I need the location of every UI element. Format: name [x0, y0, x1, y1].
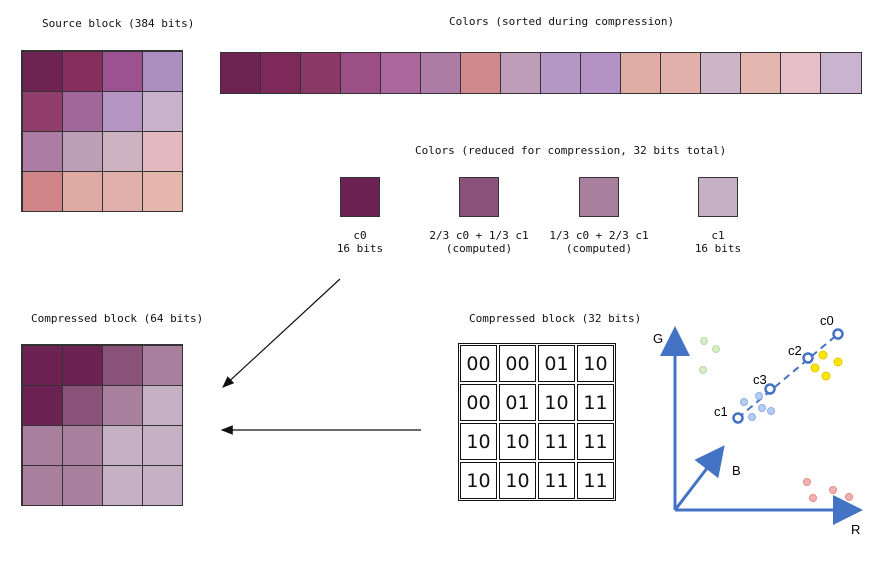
sorted-color-swatch: [501, 53, 541, 93]
index-cell: 11: [577, 384, 614, 421]
sorted-colors-title: Colors (sorted during compression): [449, 15, 675, 28]
source-block-title: Source block (384 bits): [42, 17, 195, 30]
index-cell: 10: [499, 423, 536, 460]
sorted-color-swatch: [421, 53, 461, 93]
sorted-color-swatch: [661, 53, 701, 93]
blue-point: [755, 392, 763, 400]
c0-label: c0: [820, 313, 834, 328]
sorted-color-swatch: [821, 53, 861, 93]
arrow-diagonal: [222, 278, 341, 388]
yellow-point: [833, 357, 843, 367]
red-point: [845, 493, 853, 501]
sorted-color-swatch: [341, 53, 381, 93]
reduced-color-c0: [340, 177, 380, 217]
sorted-color-swatch: [541, 53, 581, 93]
green-point: [699, 366, 707, 374]
index-cell: 00: [499, 345, 536, 382]
index-cell: 11: [577, 423, 614, 460]
index-cell: 10: [499, 462, 536, 499]
compressed-pixel: [61, 424, 103, 466]
reduced-colors-title: Colors (reduced for compression, 32 bits…: [415, 144, 727, 157]
sorted-color-swatch: [581, 53, 621, 93]
b-axis: [673, 445, 725, 511]
sorted-color-swatch: [701, 53, 741, 93]
compressed32-title: Compressed block (32 bits): [469, 312, 642, 325]
red-point: [809, 494, 817, 502]
index-cell: 01: [538, 345, 575, 382]
index-cell: 10: [577, 345, 614, 382]
yellow-point: [821, 371, 831, 381]
sorted-color-swatch: [381, 53, 421, 93]
source-pixel: [21, 170, 63, 212]
c2-label: c2: [788, 343, 802, 358]
yellow-point: [810, 363, 820, 373]
red-point: [829, 486, 837, 494]
red-point: [803, 478, 811, 486]
reduced-mix1-note: (computed): [445, 242, 513, 255]
index-cell: 01: [499, 384, 536, 421]
source-pixel: [61, 170, 103, 212]
sorted-colors-strip: [220, 52, 862, 94]
index-cell: 10: [460, 462, 497, 499]
reduced-mix2-name: 1/3 c0 + 2/3 c1: [549, 229, 649, 242]
sorted-color-swatch: [221, 53, 261, 93]
sorted-color-swatch: [301, 53, 341, 93]
reduced-c0-bits: 16 bits: [336, 242, 384, 255]
compressed64-grid: [21, 344, 183, 506]
sorted-color-swatch: [461, 53, 501, 93]
index-cell: 00: [460, 345, 497, 382]
green-point: [700, 337, 708, 345]
reduced-color-mix1: [459, 177, 499, 217]
compressed64-title: Compressed block (64 bits): [31, 312, 204, 325]
reduced-mix2-note: (computed): [565, 242, 633, 255]
c0-endpoint-marker: [832, 328, 844, 340]
sorted-color-swatch: [741, 53, 781, 93]
compressed-pixel: [141, 464, 183, 506]
blue-point: [767, 407, 775, 415]
index-cell: 10: [460, 423, 497, 460]
index-cell: 10: [538, 384, 575, 421]
green-point: [712, 345, 720, 353]
blue-point: [748, 413, 756, 421]
yellow-point: [818, 350, 828, 360]
source-pixel: [101, 90, 143, 132]
c3-marker: [764, 383, 776, 395]
reduced-color-mix2: [579, 177, 619, 217]
c1-endpoint-marker: [732, 412, 744, 424]
compressed-pixel: [21, 464, 63, 506]
c3-label: c3: [753, 372, 767, 387]
index-cell: 11: [538, 462, 575, 499]
source-block-grid: [21, 50, 183, 212]
g-axis-label: G: [653, 331, 663, 346]
b-axis-label: B: [732, 463, 741, 478]
source-pixel: [141, 170, 183, 212]
source-pixel: [141, 90, 183, 132]
reduced-c0-name: c0: [353, 229, 367, 242]
source-pixel: [141, 50, 183, 92]
c0-c1-dashed-line: [737, 333, 839, 419]
reduced-c1-bits: 16 bits: [694, 242, 742, 255]
reduced-color-c1: [698, 177, 738, 217]
index-cell: 11: [577, 462, 614, 499]
source-pixel: [101, 170, 143, 212]
sorted-color-swatch: [261, 53, 301, 93]
reduced-c1-name: c1: [711, 229, 725, 242]
rgb-scatter-plot: G R B c0 c2 c3 c1: [653, 313, 863, 537]
index-cell: 00: [460, 384, 497, 421]
c1-label: c1: [714, 404, 728, 419]
source-pixel: [21, 130, 63, 172]
blue-point: [740, 398, 748, 406]
r-axis-label: R: [851, 522, 860, 537]
sorted-color-swatch: [781, 53, 821, 93]
c2-marker: [802, 352, 814, 364]
sorted-color-swatch: [621, 53, 661, 93]
reduced-mix1-name: 2/3 c0 + 1/3 c1: [429, 229, 529, 242]
index-cell: 11: [538, 423, 575, 460]
blue-point: [758, 404, 766, 412]
